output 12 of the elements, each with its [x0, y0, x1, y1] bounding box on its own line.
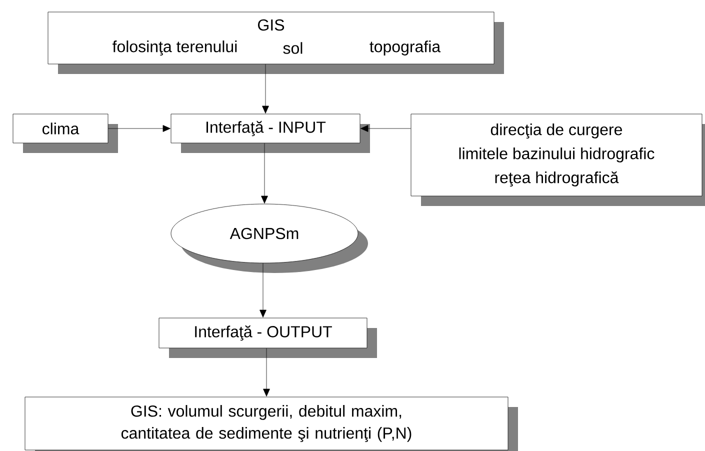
arrow — [261, 143, 268, 204]
input-box: GIS folosinţa terenului sol topografia — [48, 12, 504, 74]
arrow — [108, 125, 170, 132]
process-box: Interfaţă - OUTPUT — [158, 318, 377, 358]
output-box: GIS: volumul scurgerii, debitul maxim, cantitatea de sedimente şi nutrienţi (P,N) — [24, 396, 518, 451]
process-box: Interfaţă - INPUT — [170, 114, 370, 153]
input-box: direcţia de curgere limitele bazinului hidrografic reţea hidrografică — [410, 114, 705, 206]
arrow — [262, 64, 269, 114]
input-box: clima — [12, 114, 118, 153]
arrow — [260, 263, 266, 318]
arrow — [263, 348, 270, 396]
arrow — [360, 125, 411, 132]
